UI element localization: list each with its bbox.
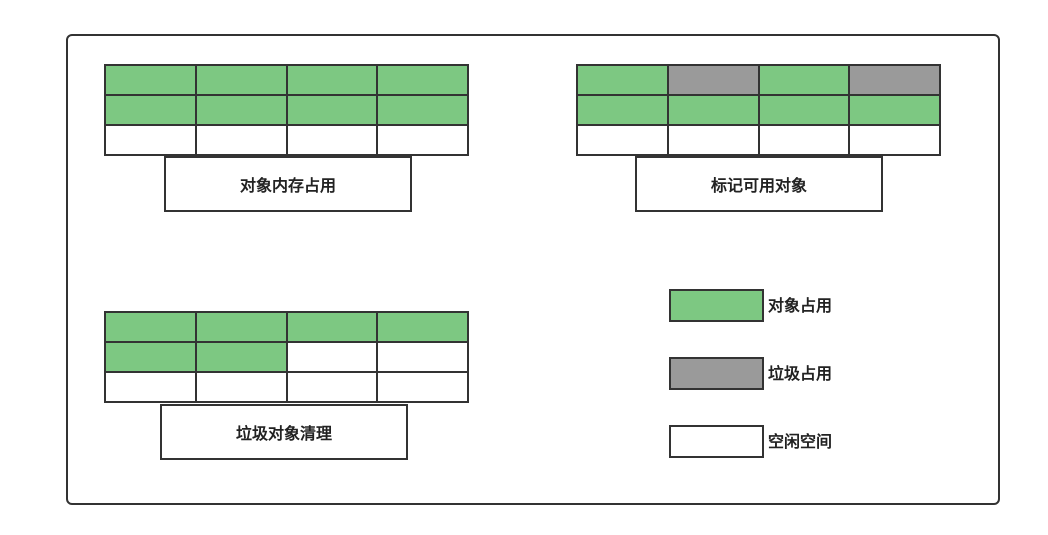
memory-cell-free <box>377 125 468 155</box>
diagram-frame <box>66 34 1000 505</box>
memory-cell-free <box>377 372 468 402</box>
memory-cell-free <box>195 125 287 155</box>
memory-cell-free <box>849 125 940 155</box>
memory-cell-free <box>667 125 759 155</box>
memory-cell-used <box>377 95 468 125</box>
memory-grid-allocation <box>104 64 469 156</box>
memory-cell-used <box>195 342 287 372</box>
memory-cell-free <box>286 372 378 402</box>
memory-cell-used <box>667 95 759 125</box>
memory-cell-used <box>377 65 468 95</box>
memory-cell-used <box>195 65 287 95</box>
memory-cell-used <box>377 312 468 342</box>
memory-grid-sweep <box>104 311 469 403</box>
memory-cell-free <box>105 125 196 155</box>
caption-allocation: 对象内存占用 <box>164 156 412 212</box>
memory-cell-used <box>758 65 850 95</box>
memory-cell-used <box>195 95 287 125</box>
legend-swatch-free <box>669 425 764 458</box>
memory-cell-free <box>377 342 468 372</box>
memory-cell-free <box>758 125 850 155</box>
legend-label-free: 空闲空间 <box>768 432 833 451</box>
memory-cell-used <box>758 95 850 125</box>
memory-cell-used <box>286 95 378 125</box>
memory-cell-free <box>195 372 287 402</box>
memory-cell-used <box>577 65 668 95</box>
memory-grid-mark <box>576 64 941 156</box>
memory-cell-garbage <box>849 65 940 95</box>
memory-cell-used <box>105 65 196 95</box>
memory-cell-used <box>286 312 378 342</box>
caption-sweep: 垃圾对象清理 <box>160 404 408 460</box>
memory-cell-used <box>105 342 196 372</box>
memory-cell-used <box>105 95 196 125</box>
legend-label-garbage: 垃圾占用 <box>768 364 833 383</box>
caption-mark: 标记可用对象 <box>635 156 883 212</box>
memory-cell-garbage <box>667 65 759 95</box>
memory-cell-used <box>195 312 287 342</box>
memory-cell-free <box>286 342 378 372</box>
memory-cell-free <box>577 125 668 155</box>
legend-swatch-garbage <box>669 357 764 390</box>
legend-swatch-used <box>669 289 764 322</box>
memory-cell-used <box>577 95 668 125</box>
memory-cell-free <box>286 125 378 155</box>
legend-label-used: 对象占用 <box>768 296 833 315</box>
memory-cell-free <box>105 372 196 402</box>
memory-cell-used <box>105 312 196 342</box>
memory-cell-used <box>849 95 940 125</box>
memory-cell-used <box>286 65 378 95</box>
